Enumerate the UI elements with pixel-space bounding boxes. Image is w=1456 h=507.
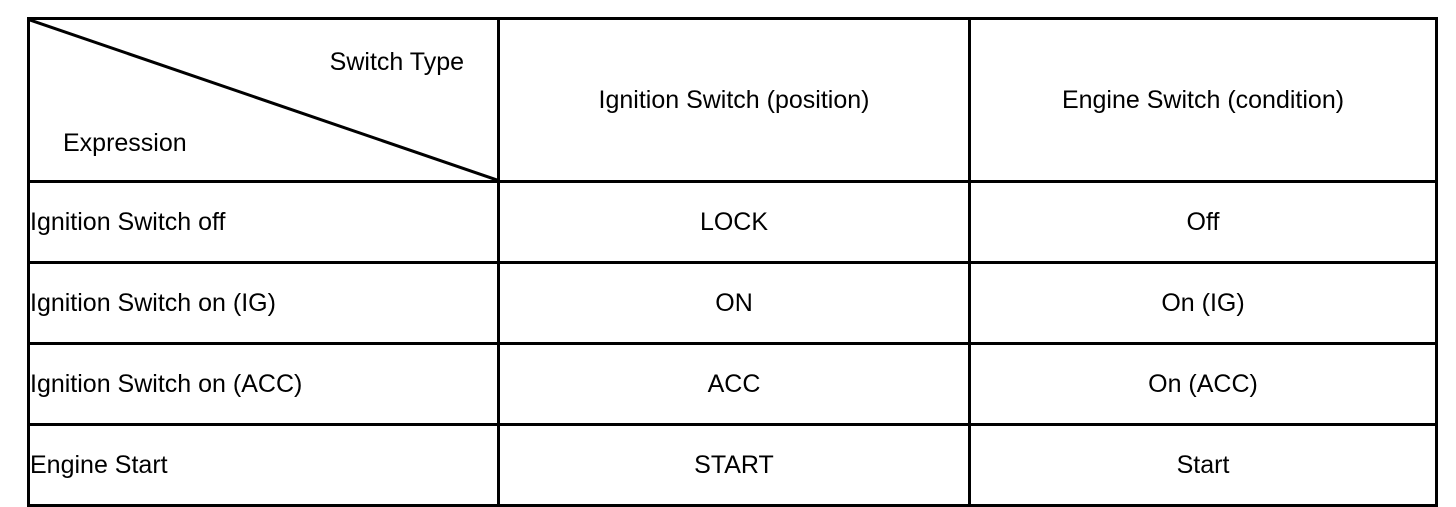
header-corner-cell: Switch Type Expression (27, 17, 500, 183)
switch-type-expression-table: Switch Type Expression Ignition Switch (… (27, 17, 1438, 507)
cell-ignition-position-row-1: ON (497, 261, 971, 345)
row-label-ignition-switch-on-acc: Ignition Switch on (ACC) (27, 342, 500, 426)
table-row: Ignition Switch on (IG) ON On (IG) (27, 261, 1438, 345)
cell-ignition-position-row-3: START (497, 423, 971, 507)
cell-ignition-position-row-2: ACC (497, 342, 971, 426)
table-row: Ignition Switch on (ACC) ACC On (ACC) (27, 342, 1438, 426)
cell-engine-condition-row-2: On (ACC) (968, 342, 1438, 426)
row-label-engine-start: Engine Start (27, 423, 500, 507)
table-header-row: Switch Type Expression Ignition Switch (… (27, 17, 1438, 183)
cell-engine-condition-row-3: Start (968, 423, 1438, 507)
column-header-ignition-switch: Ignition Switch (position) (497, 17, 971, 183)
table-row: Engine Start START Start (27, 423, 1438, 507)
cell-ignition-position-row-0: LOCK (497, 180, 971, 264)
column-axis-label: Switch Type (329, 48, 464, 76)
table-row: Ignition Switch off LOCK Off (27, 180, 1438, 264)
cell-engine-condition-row-1: On (IG) (968, 261, 1438, 345)
row-axis-label: Expression (63, 129, 187, 158)
row-label-ignition-switch-on-ig: Ignition Switch on (IG) (27, 261, 500, 345)
column-header-engine-switch: Engine Switch (condition) (968, 17, 1438, 183)
cell-engine-condition-row-0: Off (968, 180, 1438, 264)
row-label-ignition-switch-off: Ignition Switch off (27, 180, 500, 264)
